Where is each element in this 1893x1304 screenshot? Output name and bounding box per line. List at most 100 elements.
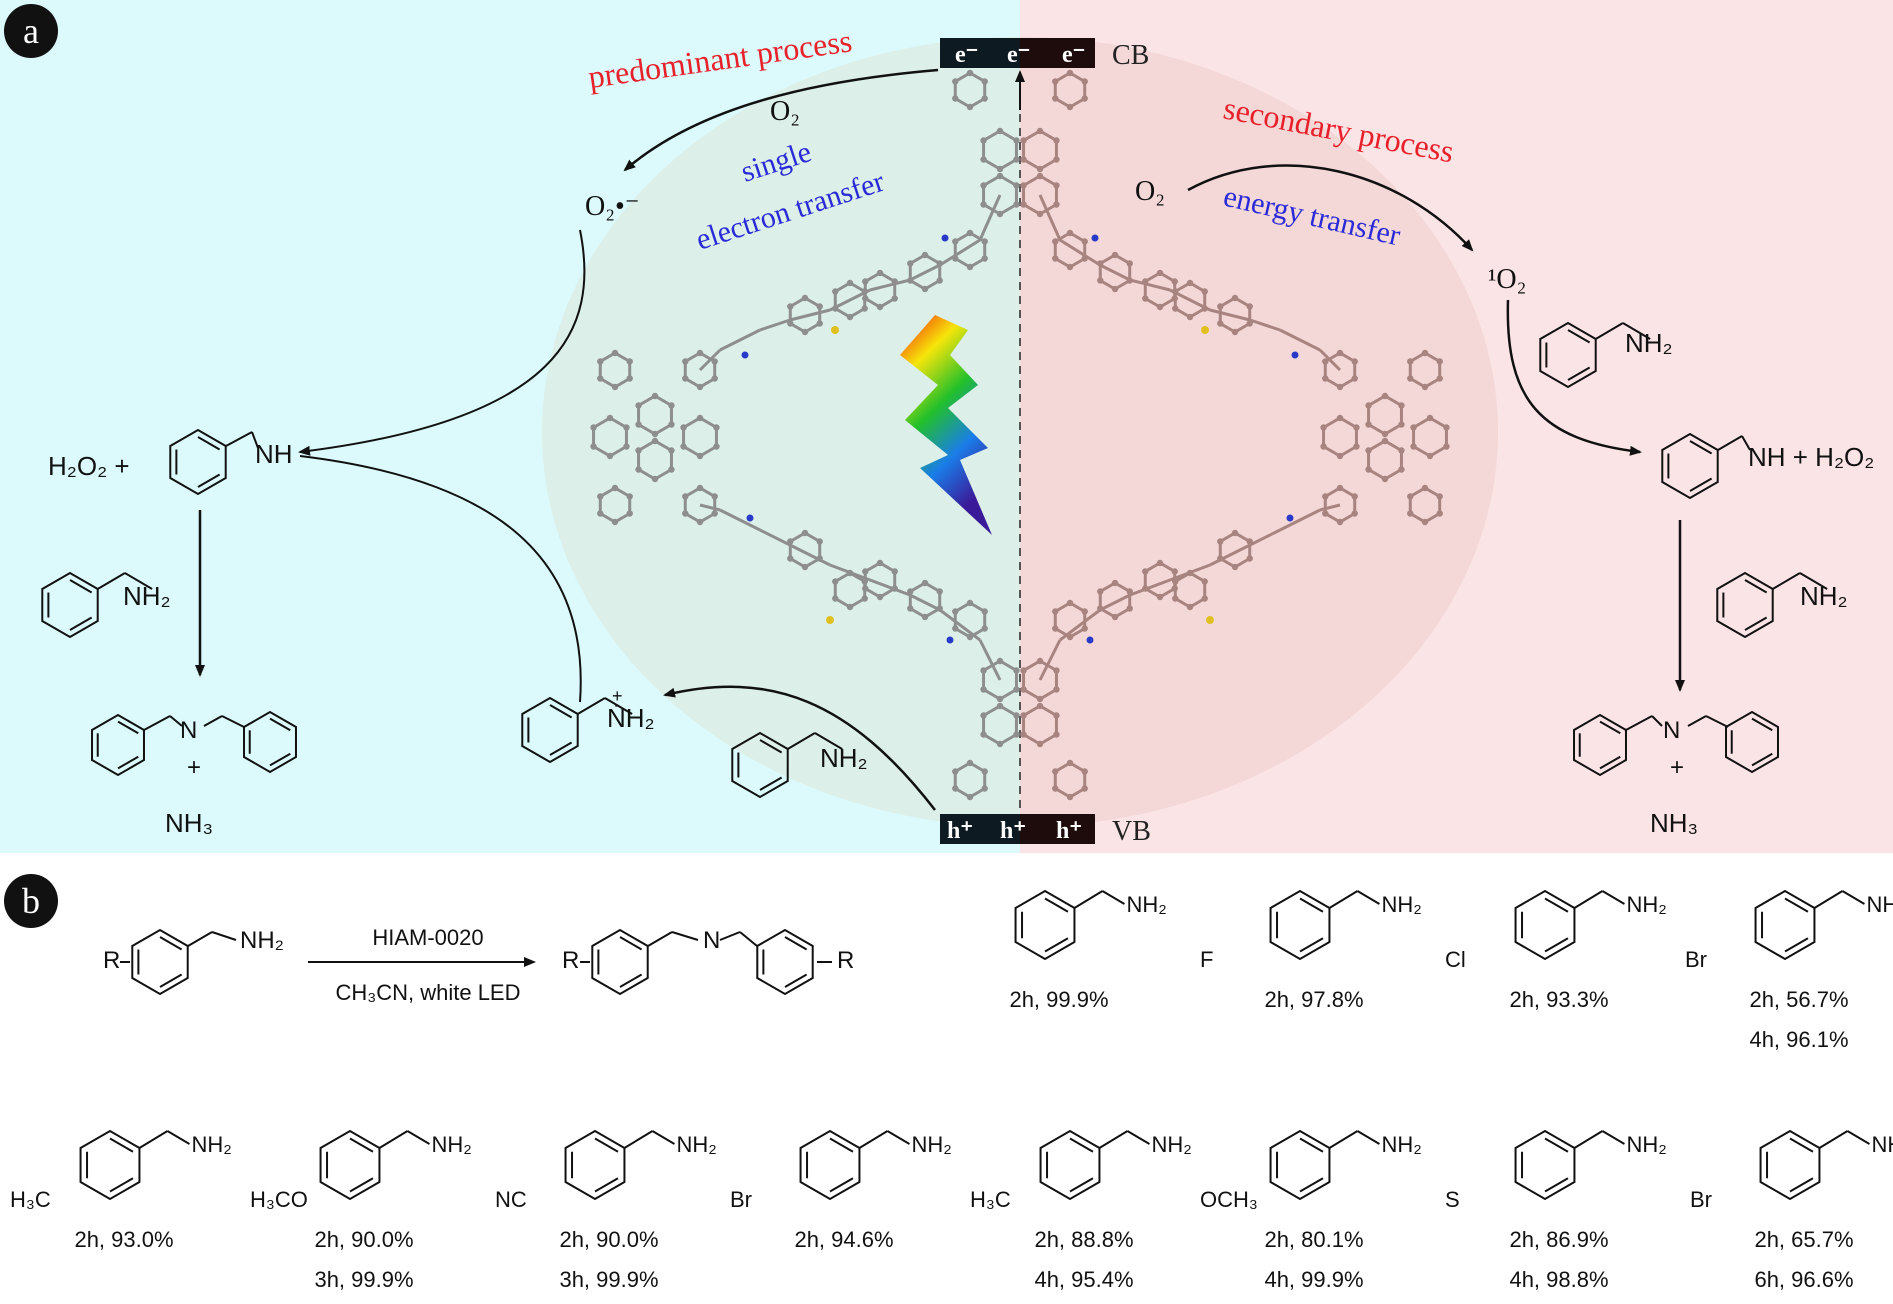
arrow-singlet-to-imine (1506, 299, 1642, 456)
yield-2: 4h, 98.8% (1509, 1267, 1608, 1292)
atom (1111, 613, 1119, 621)
atom (1336, 414, 1344, 422)
amine-label: NH₂ (431, 1132, 471, 1157)
substituent-label: OCH₃ (1200, 1187, 1258, 1212)
atom (635, 447, 642, 454)
framework-bond (1318, 348, 1342, 372)
atom (1336, 484, 1344, 492)
framework-bond (1038, 639, 1062, 681)
framework-bond (939, 608, 981, 642)
bond (1356, 1130, 1380, 1145)
nitrogen-atom (1291, 351, 1299, 359)
arrow-superoxide-to-imine (298, 229, 586, 456)
amine-label: NH₂ (1151, 1132, 1191, 1157)
atom (1353, 443, 1360, 450)
atom (1407, 358, 1414, 365)
amine-label: NH₂ (1381, 892, 1421, 917)
atom (801, 328, 809, 336)
atom (787, 555, 794, 562)
dibenzyl-n-left: N (180, 717, 197, 744)
framework-bond (719, 328, 761, 352)
atom (816, 538, 823, 545)
atom (980, 686, 987, 693)
atom (801, 294, 809, 302)
atom (1351, 510, 1358, 517)
bond (97, 572, 126, 590)
atom (1142, 568, 1149, 575)
atom (651, 430, 659, 438)
atom (626, 493, 633, 500)
atom (1322, 493, 1329, 500)
yield-1: 2h, 80.1% (1264, 1227, 1363, 1252)
bond (187, 931, 213, 947)
bond (1356, 890, 1380, 905)
atom (711, 493, 718, 500)
atom (1036, 702, 1044, 710)
atom (1381, 392, 1389, 400)
framework-bond (699, 503, 721, 512)
atom (682, 493, 689, 500)
atom (1336, 518, 1344, 526)
atom (1066, 69, 1074, 77)
atom (952, 625, 959, 632)
bond (203, 715, 223, 727)
framework-bond (869, 578, 911, 597)
atom (1036, 657, 1044, 665)
atom (907, 588, 914, 595)
plus-right: + (1670, 754, 1684, 781)
bond (1841, 890, 1865, 905)
atom (682, 510, 689, 517)
atom (1013, 182, 1020, 189)
atom (1426, 414, 1434, 422)
amine-label: NH₂ (1626, 1132, 1666, 1157)
atom (980, 182, 987, 189)
atom (651, 475, 659, 483)
framework-bond (1279, 328, 1321, 352)
atom (713, 424, 720, 431)
atom (1443, 443, 1450, 450)
atom (1052, 95, 1059, 102)
bond (211, 931, 237, 941)
benzene-ring (1269, 1129, 1331, 1201)
bond (719, 931, 741, 941)
atom (1036, 172, 1044, 180)
framework-bond (1319, 503, 1341, 512)
atom (1336, 383, 1344, 391)
benzene-ring (319, 1129, 381, 1201)
atom (966, 793, 974, 801)
bond (604, 697, 633, 715)
valence-band: h⁺ h⁺ h⁺ VB (940, 814, 1151, 847)
atom (1156, 593, 1164, 601)
bond (1687, 715, 1707, 727)
atom (1020, 667, 1027, 674)
atom (611, 484, 619, 492)
atom (1036, 740, 1044, 748)
atom (1201, 578, 1208, 585)
atom (711, 375, 718, 382)
arrow-vb-to-radical (663, 685, 936, 811)
substituent-label: S (1445, 1187, 1460, 1212)
atom (1053, 182, 1060, 189)
atom (668, 421, 675, 428)
atom (635, 421, 642, 428)
atom (1201, 305, 1208, 312)
framework-bond (1209, 543, 1251, 567)
atom (1421, 484, 1429, 492)
framework-bond (789, 543, 831, 567)
framework-bond (1249, 318, 1281, 332)
atom (1097, 260, 1104, 267)
atom (936, 605, 943, 612)
bond (577, 697, 606, 715)
benzene-ring (1039, 1129, 1101, 1201)
framework-bond (789, 308, 831, 322)
oxygen-left: O₂ (770, 96, 800, 127)
benzene-ring (91, 713, 145, 777)
atom (1436, 510, 1443, 517)
atom (1398, 466, 1405, 473)
atom (1020, 182, 1027, 189)
benzylamine-nh2-left: NH₂ (123, 581, 171, 611)
framework-bond (719, 508, 761, 532)
atom (1336, 452, 1344, 460)
atom (862, 278, 869, 285)
